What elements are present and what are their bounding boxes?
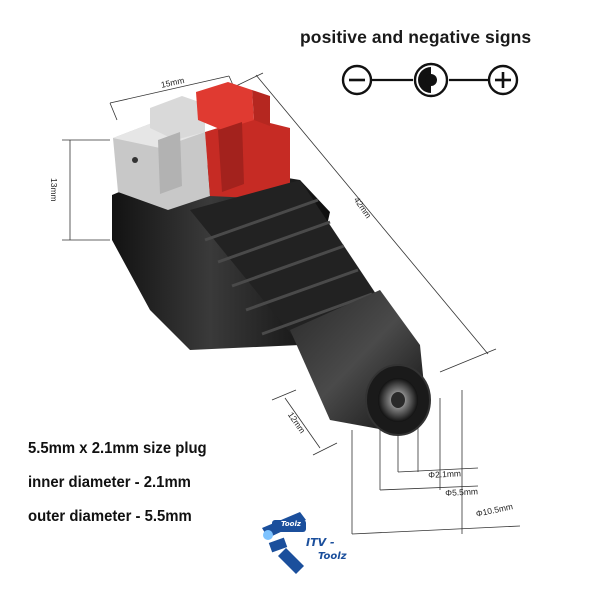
logo-badge: Toolz <box>281 520 301 528</box>
spec-size: 5.5mm x 2.1mm size plug <box>28 440 207 457</box>
spec-outer-diameter: outer diameter - 5.5mm <box>28 508 192 525</box>
red-terminal <box>196 82 290 198</box>
ribbed-strain-relief <box>190 180 380 345</box>
polarity-heading: positive and negative signs <box>300 27 532 47</box>
grey-terminal <box>113 96 210 210</box>
plus-circle-icon <box>487 64 519 96</box>
minus-circle-icon <box>341 64 373 96</box>
logo-name-line1: ITV - <box>306 536 335 549</box>
spec-inner-diameter: inner diameter - 2.1mm <box>28 474 191 491</box>
barrel-center-pin-icon <box>413 62 449 98</box>
logo-name-line2: Toolz <box>318 551 347 562</box>
